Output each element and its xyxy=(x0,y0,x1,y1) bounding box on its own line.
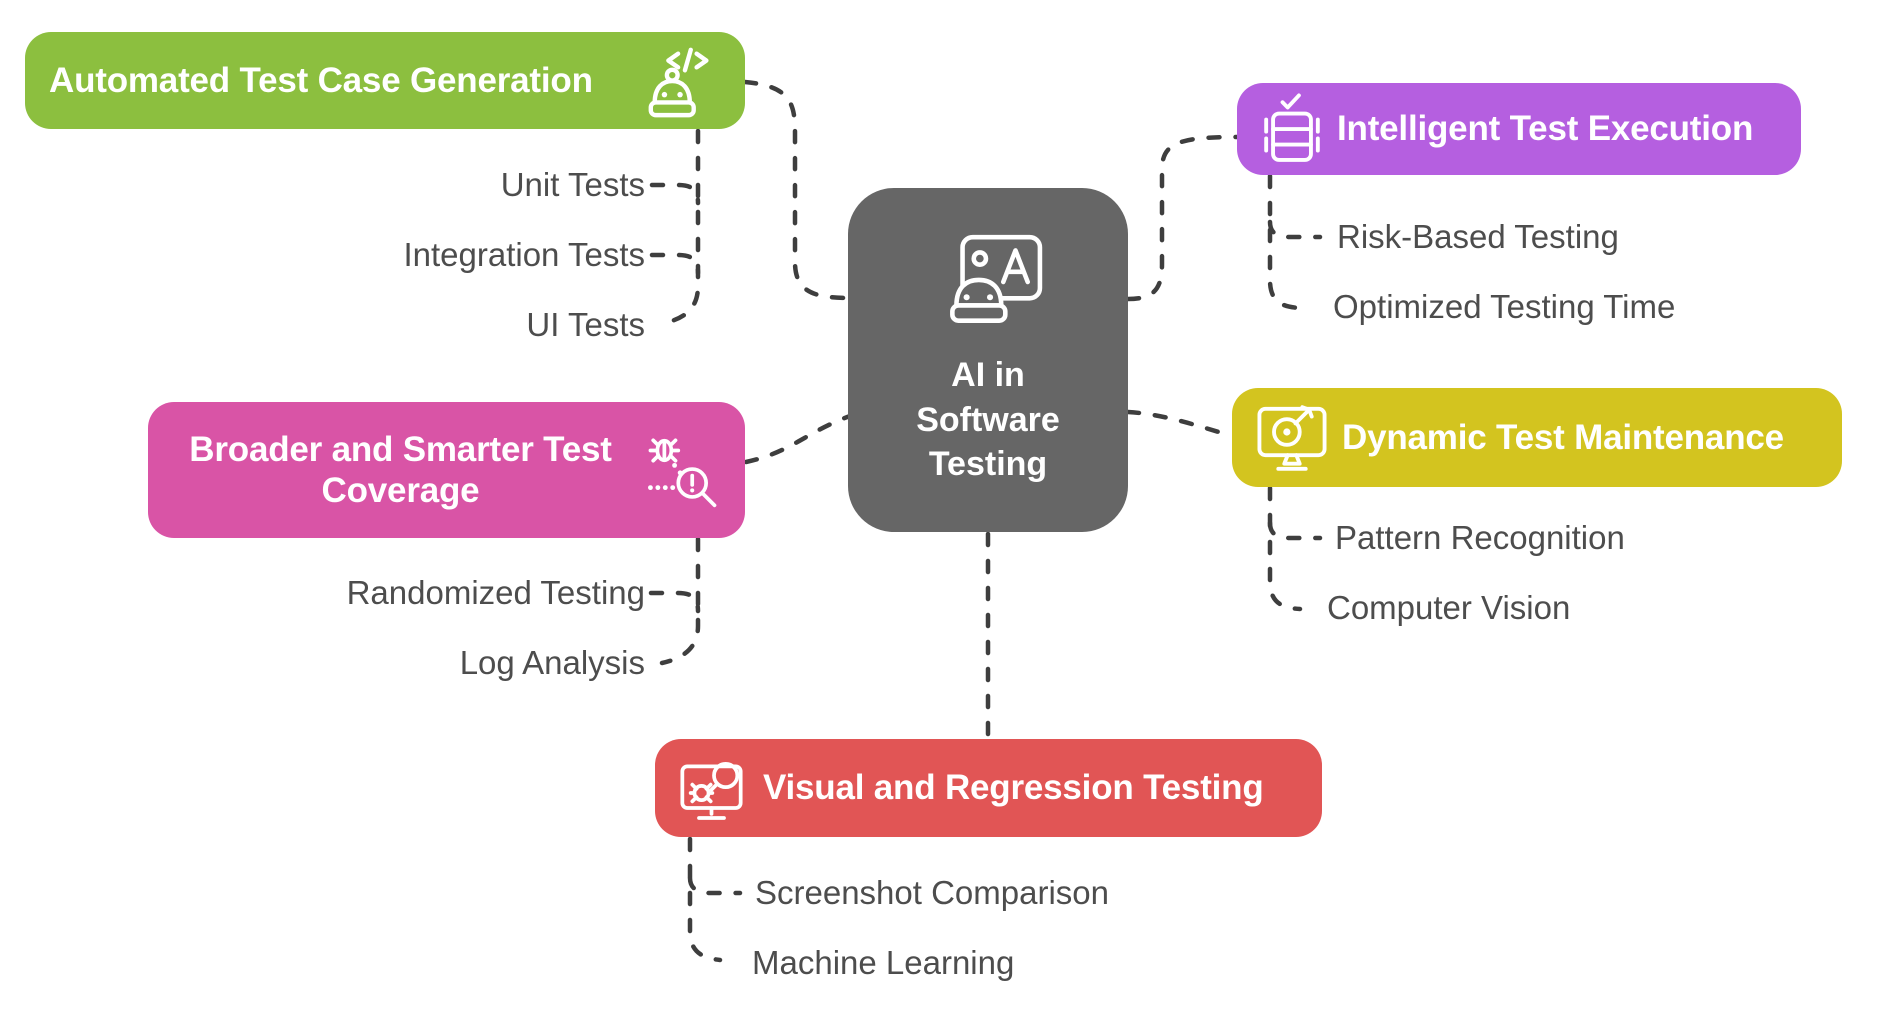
branch-label: Broader and Smarter Test Coverage xyxy=(189,429,612,510)
connector-path xyxy=(1267,173,1303,311)
branch-dynamic-test-maintenance[interactable]: Dynamic Test Maintenance xyxy=(1232,388,1842,487)
child-screenshot-comparison[interactable]: Screenshot Comparison xyxy=(755,874,1110,911)
branch-broader-smarter-test-coverage[interactable]: Broader and Smarter Test Coverage xyxy=(148,402,745,538)
connector-path xyxy=(1125,134,1240,302)
bug-search-icon xyxy=(648,438,717,508)
connector-path xyxy=(1267,219,1323,240)
child-machine-learning[interactable]: Machine Learning xyxy=(752,944,1015,981)
central-node[interactable]: AI in Software Testing xyxy=(848,188,1128,532)
target-monitor-icon xyxy=(1257,404,1327,471)
child-optimized-testing-time[interactable]: Optimized Testing Time xyxy=(1333,288,1676,325)
child-log-analysis[interactable]: Log Analysis xyxy=(459,644,645,681)
robot-code-icon xyxy=(648,47,709,117)
connector-path xyxy=(687,875,743,896)
branch-visual-regression-testing[interactable]: Visual and Regression Testing xyxy=(655,739,1322,837)
branch-label: Automated Test Case Generation xyxy=(49,60,593,100)
child-unit-tests[interactable]: Unit Tests xyxy=(500,166,645,203)
child-computer-vision[interactable]: Computer Vision xyxy=(1327,589,1571,626)
connector-path xyxy=(1267,520,1323,541)
connector-path xyxy=(687,836,723,963)
child-ui-tests[interactable]: UI Tests xyxy=(526,306,645,343)
child-integration-tests[interactable]: Integration Tests xyxy=(403,236,645,273)
connector-path xyxy=(1267,485,1303,612)
monitor-bug-search-icon xyxy=(680,761,743,820)
connector-path xyxy=(657,128,701,327)
connector-path xyxy=(649,182,701,206)
central-node-label: AI in Software Testing xyxy=(916,355,1060,484)
robot-teaching-icon xyxy=(950,234,1043,323)
checklist-stack-icon xyxy=(1264,93,1320,162)
connector-path xyxy=(659,536,701,666)
connector-path xyxy=(742,79,853,301)
branch-label: Intelligent Test Execution xyxy=(1337,109,1754,148)
connector-path xyxy=(648,590,701,614)
child-pattern-recognition[interactable]: Pattern Recognition xyxy=(1335,519,1625,556)
branch-intelligent-test-execution[interactable]: Intelligent Test Execution xyxy=(1237,83,1801,175)
child-risk-based-testing[interactable]: Risk-Based Testing xyxy=(1337,218,1619,255)
connector-path xyxy=(743,413,853,465)
branch-label: Visual and Regression Testing xyxy=(763,768,1264,807)
branch-label: Dynamic Test Maintenance xyxy=(1342,417,1784,457)
connector-path xyxy=(649,252,701,276)
connector-path xyxy=(1125,409,1235,439)
child-randomized-testing[interactable]: Randomized Testing xyxy=(346,574,645,611)
branch-automated-test-case-generation[interactable]: Automated Test Case Generation xyxy=(25,32,745,129)
